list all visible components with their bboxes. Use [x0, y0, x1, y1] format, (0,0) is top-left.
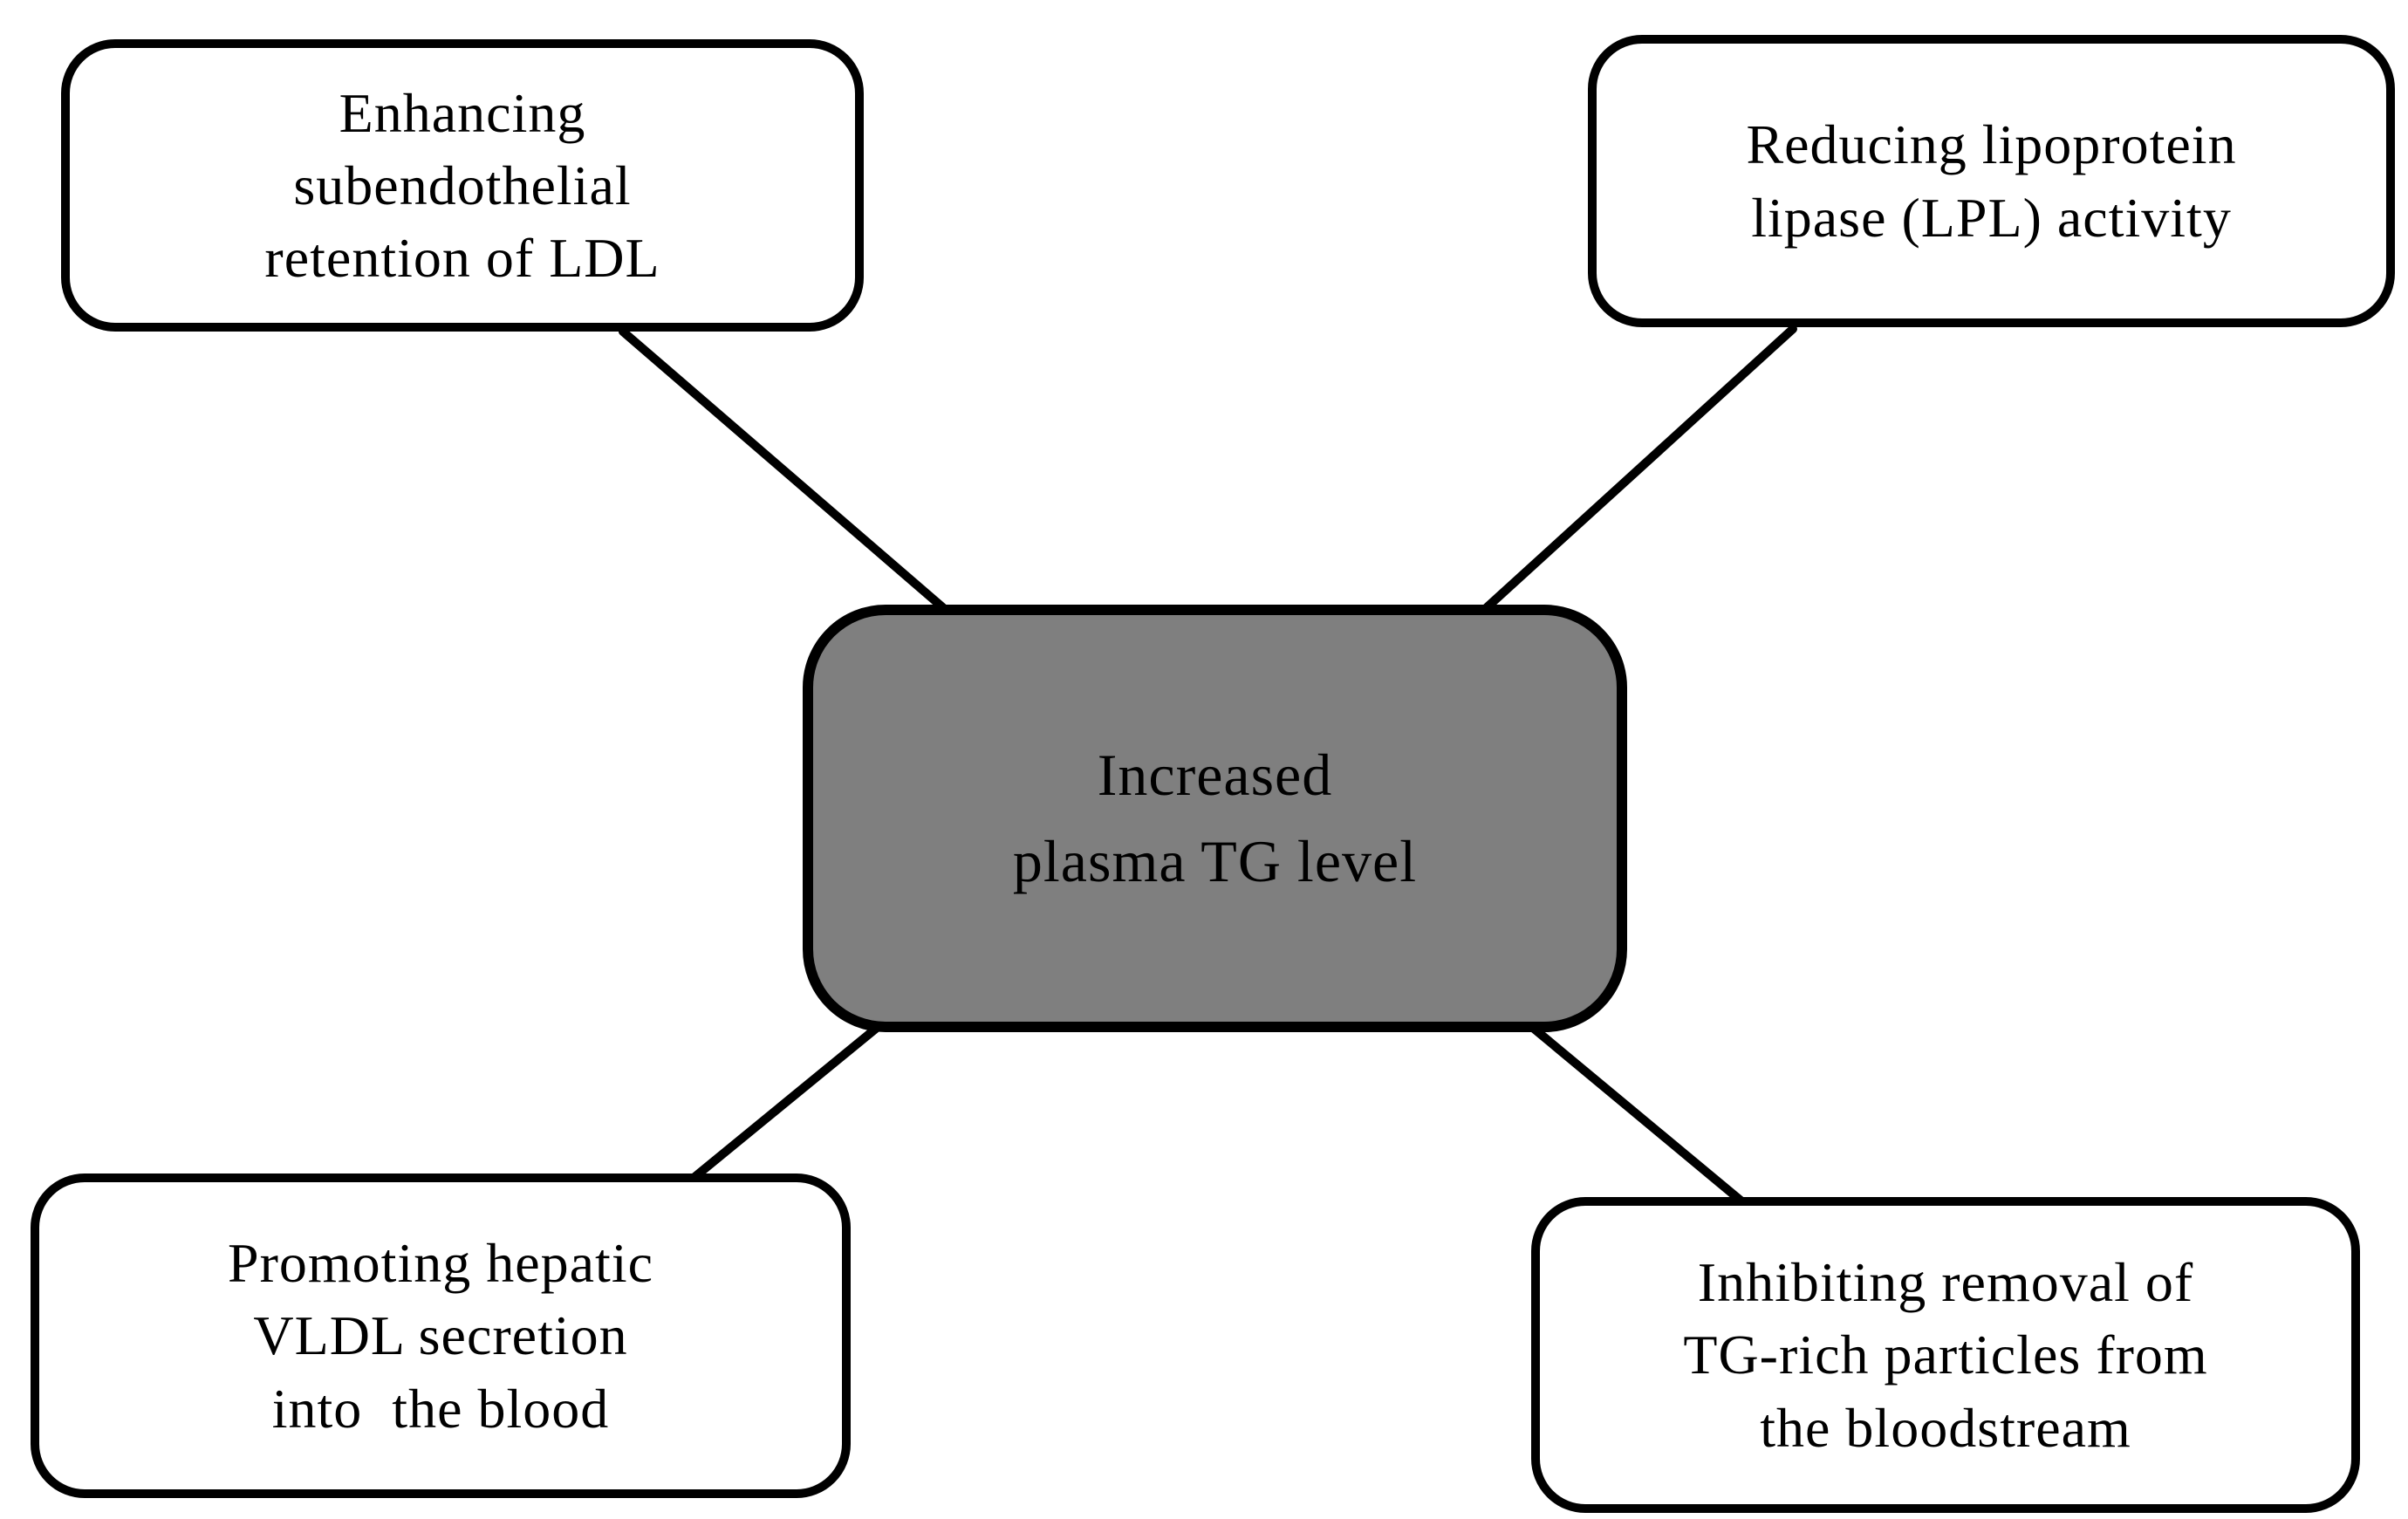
node-top-left: Enhancing subendothelial retention of LD… [61, 39, 864, 332]
center-node-label: Increased plasma TG level [1012, 742, 1418, 894]
connector-bottom-left [689, 1023, 881, 1182]
center-node: Increased plasma TG level [803, 605, 1627, 1032]
connector-top-right [1479, 325, 1797, 615]
node-bottom-left-label: Promoting hepatic VLDL secretion into th… [227, 1232, 654, 1440]
node-bottom-left: Promoting hepatic VLDL secretion into th… [31, 1173, 851, 1498]
node-top-right: Reducing lipoprotein lipase (LPL) activi… [1588, 35, 2395, 327]
node-top-right-label: Reducing lipoprotein lipase (LPL) activi… [1746, 113, 2237, 249]
connector-top-left [619, 327, 951, 615]
node-bottom-right: Inhibiting removal of TG-rich particles … [1531, 1197, 2360, 1513]
node-bottom-right-label: Inhibiting removal of TG-rich particles … [1683, 1251, 2208, 1459]
node-top-left-label: Enhancing subendothelial retention of LD… [264, 81, 660, 290]
connector-bottom-right [1529, 1023, 1749, 1208]
